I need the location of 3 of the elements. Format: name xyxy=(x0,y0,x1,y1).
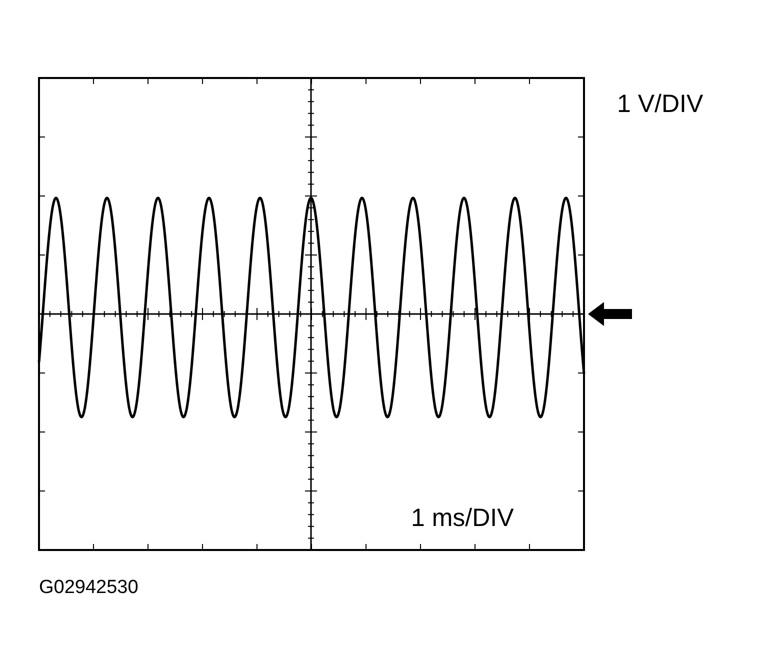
figure-code: G02942530 xyxy=(39,578,138,597)
time-per-division-label: 1 ms/DIV xyxy=(411,506,514,531)
volts-per-division-label: 1 V/DIV xyxy=(617,92,704,117)
